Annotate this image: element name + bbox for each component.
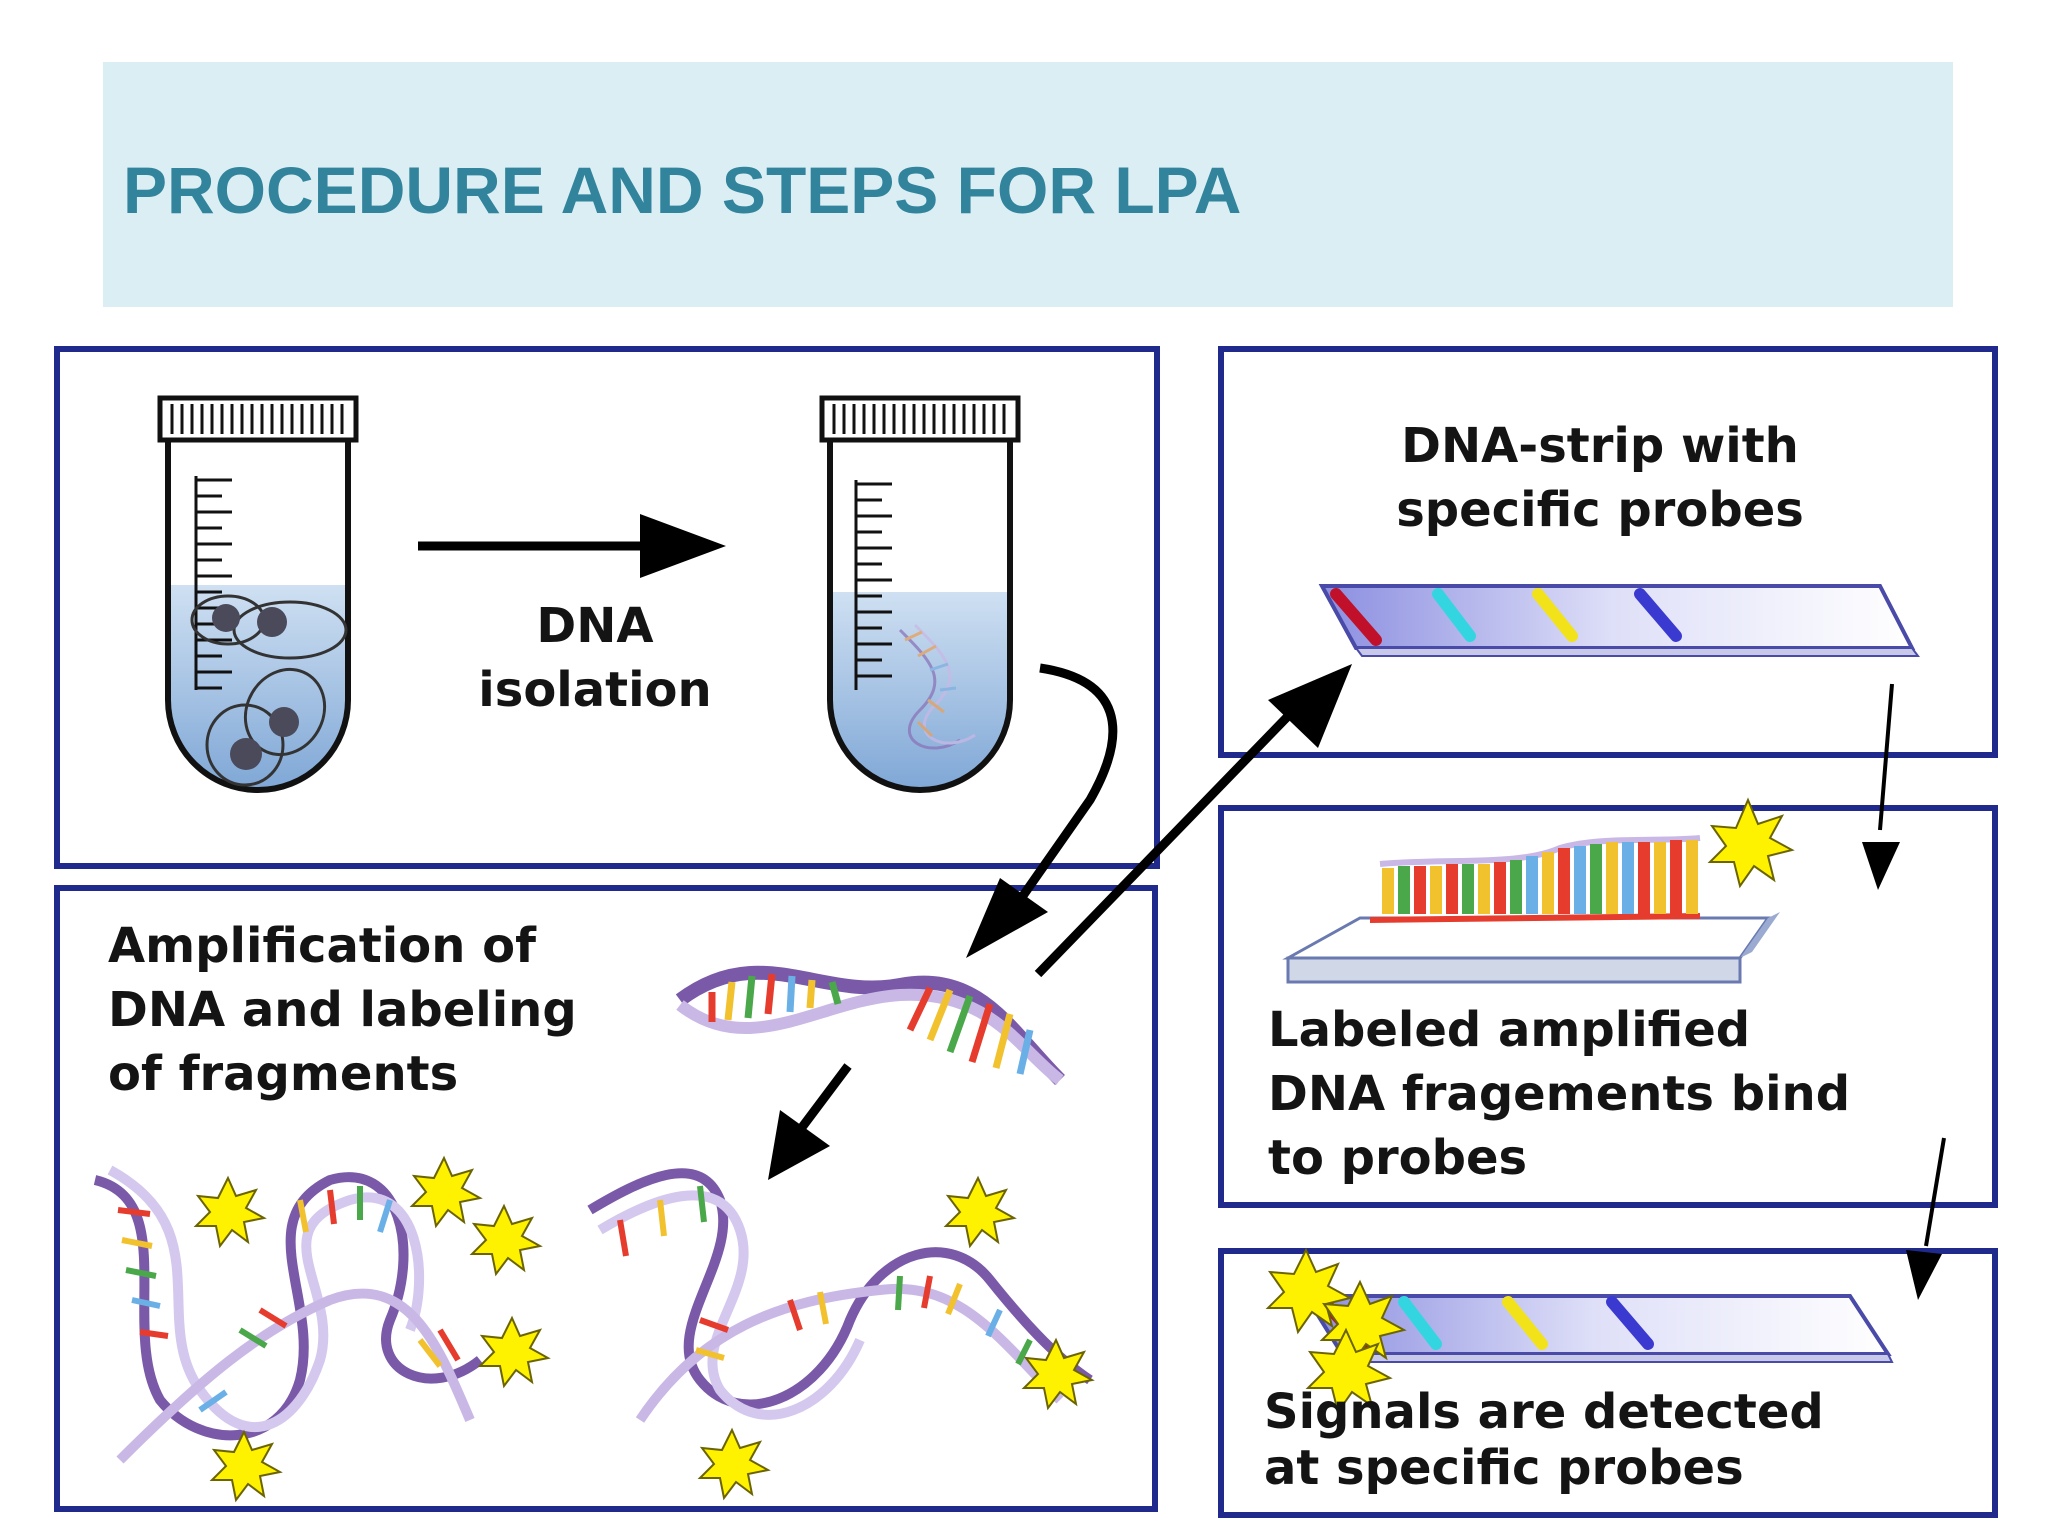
signal-star-icon <box>1265 1247 1407 1415</box>
test-tube-with-dna-icon <box>819 395 1021 793</box>
dna-helix-icon <box>675 965 1065 1085</box>
arrow-icon <box>1034 664 1352 978</box>
hybridized-strip-icon <box>1282 835 1780 984</box>
header-band <box>103 62 1953 307</box>
arrow-icon <box>1906 1137 1946 1300</box>
arrow-icon <box>966 663 1118 958</box>
dna-strip-panel <box>1218 346 1998 758</box>
test-tube-with-cells-icon <box>157 395 359 793</box>
signal-detection-label: Signals are detected at specific probes <box>1264 1384 1824 1496</box>
signal-star-icon <box>1707 797 1795 889</box>
page-title: PROCEDURE AND STEPS FOR LPA <box>123 153 1242 227</box>
amplification-label: Amplification of DNA and labeling of fra… <box>108 918 577 1102</box>
dna-isolation-label: DNA isolation <box>478 598 712 718</box>
arrow-icon <box>768 1063 852 1180</box>
signal-star-icon <box>193 1155 1095 1503</box>
labeled-dna-fragments-icon <box>93 1165 1093 1464</box>
dna-strip-icon <box>1318 584 1920 657</box>
binding-label: Labeled amplified DNA fragements bind to… <box>1268 1002 1851 1186</box>
dna-strip-label: DNA-strip with specific probes <box>1396 418 1804 538</box>
arrow-icon <box>418 514 726 578</box>
arrow-icon <box>1862 683 1900 890</box>
